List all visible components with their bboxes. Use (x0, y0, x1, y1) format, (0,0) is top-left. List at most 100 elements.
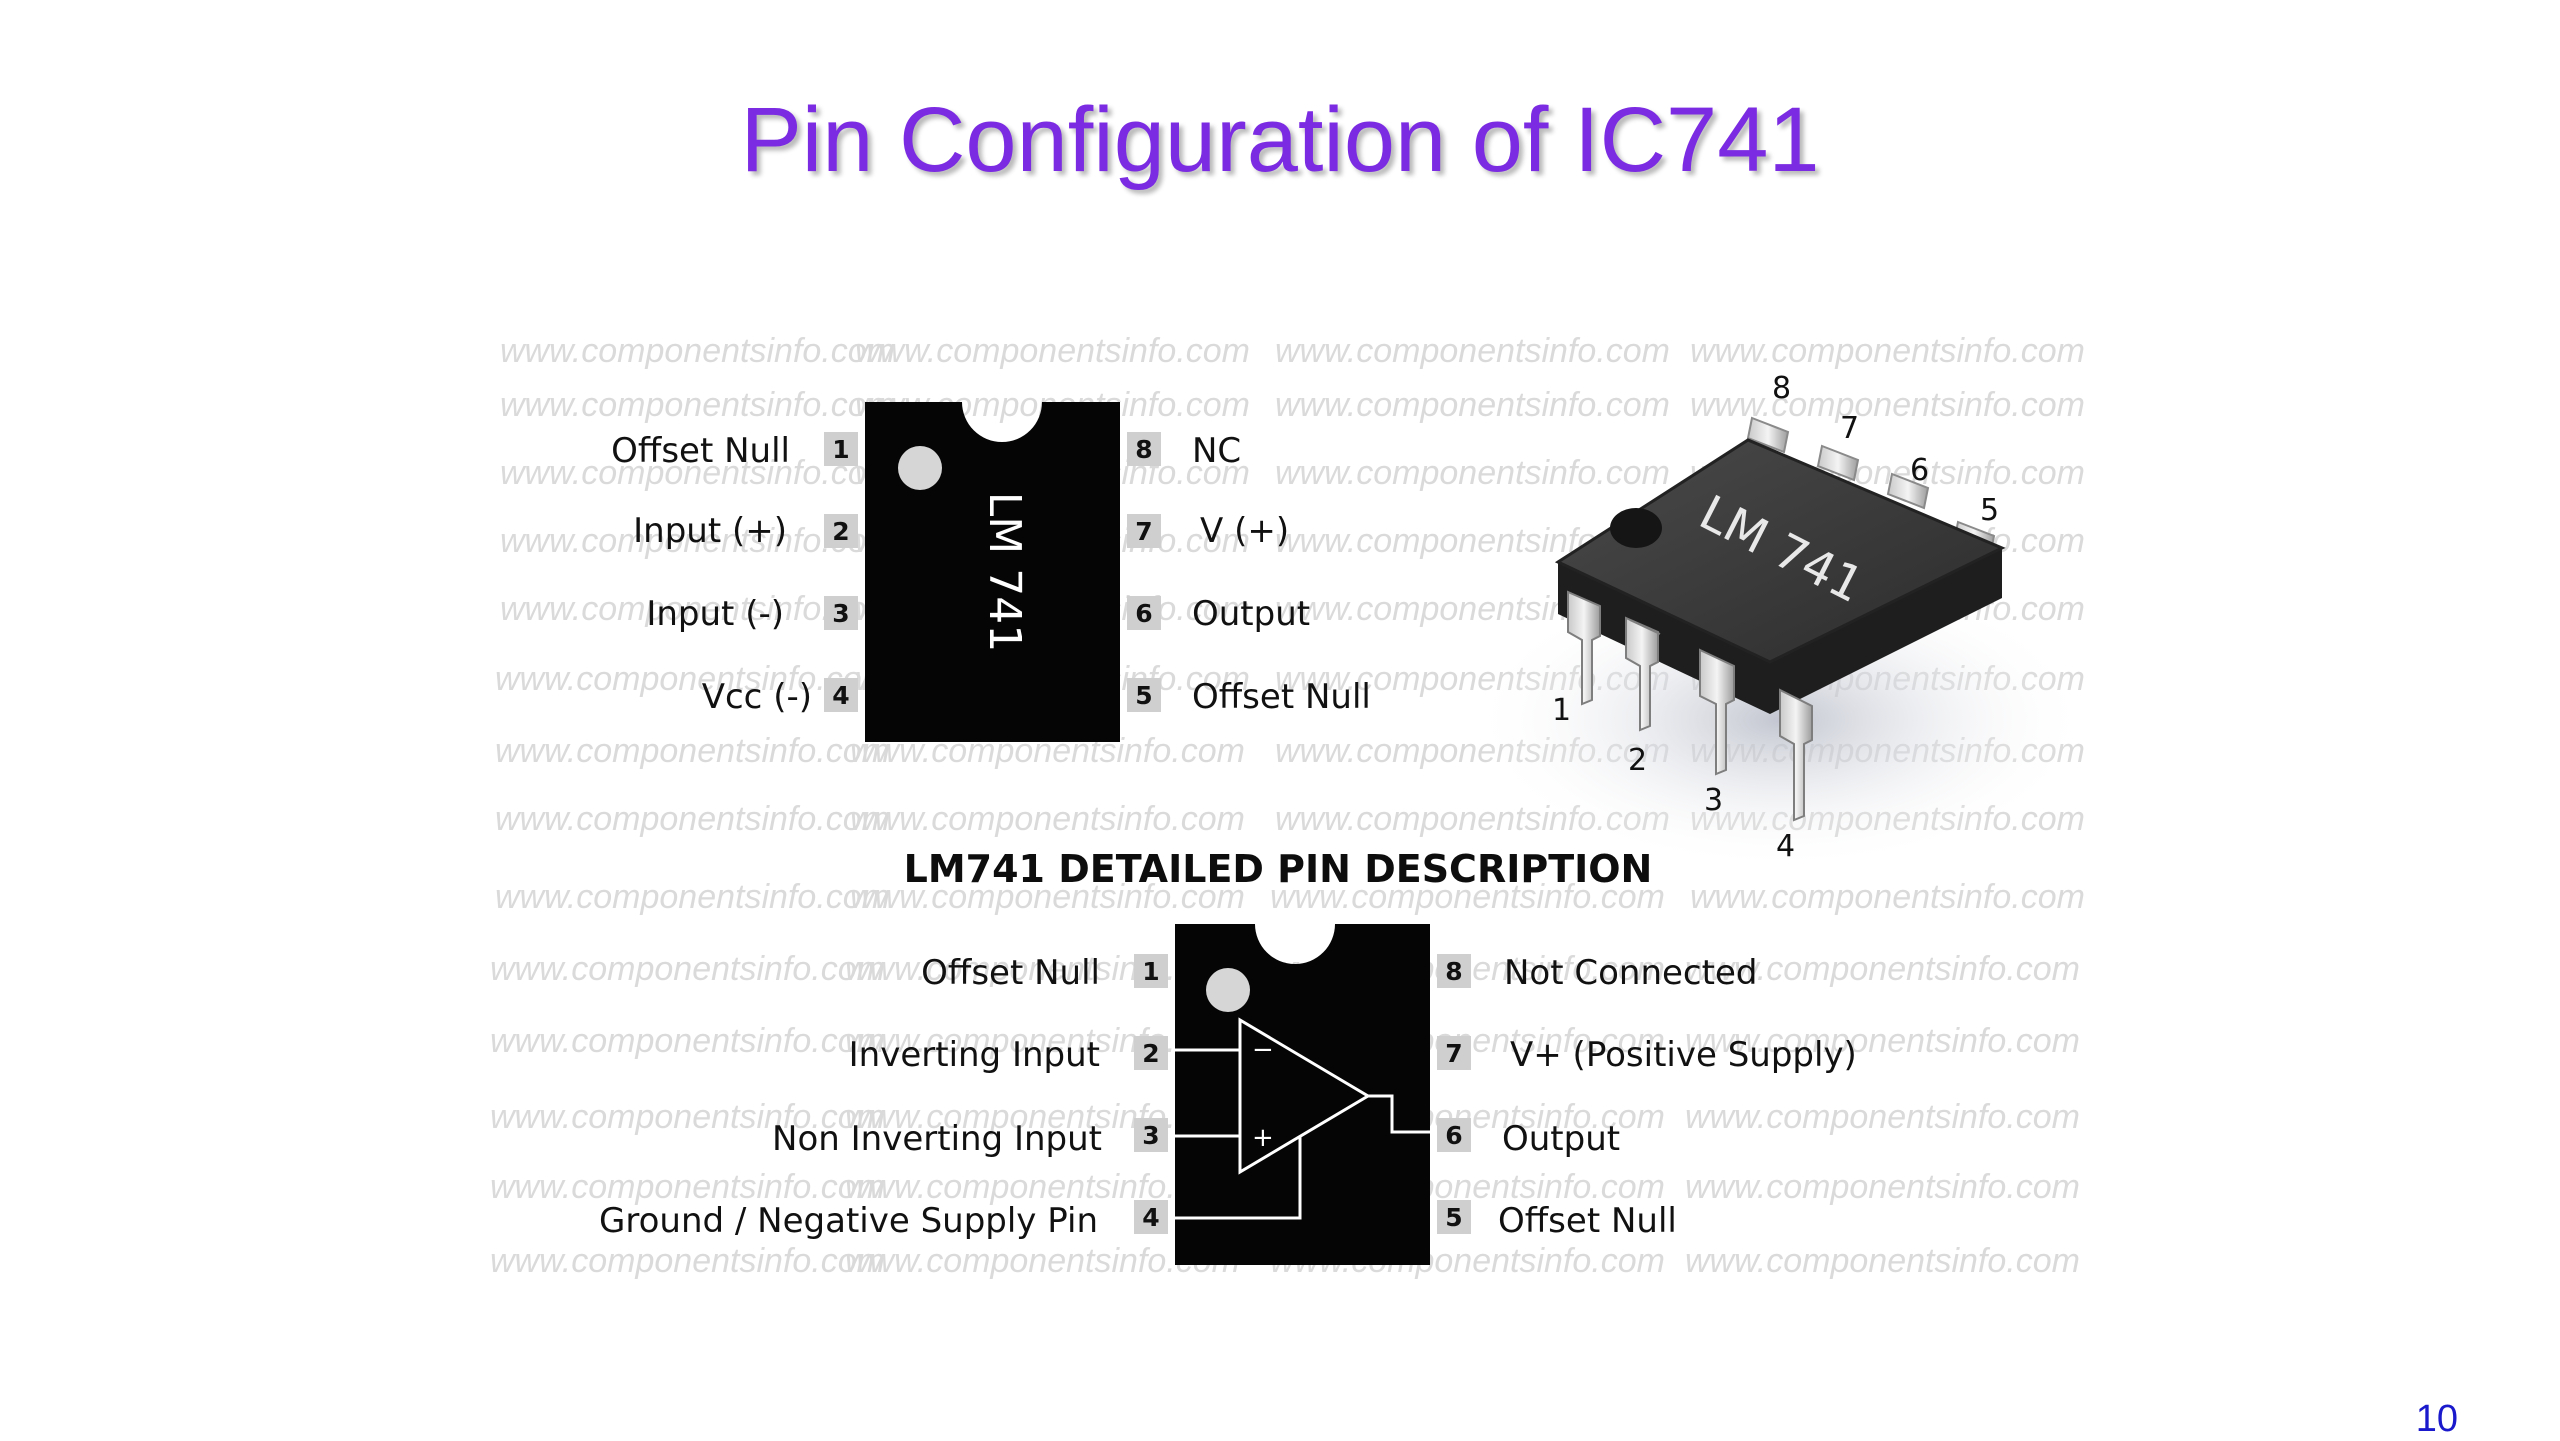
pin-box-5 (1437, 1200, 1471, 1234)
pin-label-4: Vcc (-) (702, 677, 812, 717)
watermark-text: www.componentsinfo.com (1685, 1022, 2080, 1060)
pin-label-2: Inverting Input (849, 1035, 1100, 1075)
pin-label-3: Input (-) (646, 594, 784, 634)
pin-label-1: Offset Null (921, 953, 1100, 993)
pin-label-8: NC (1192, 431, 1241, 471)
pin-number-4: 4 (1142, 1203, 1159, 1232)
watermark-text: www.componentsinfo.com (845, 1168, 1240, 1206)
pin-box-1 (1134, 954, 1168, 988)
pin-box-8 (1437, 954, 1471, 988)
opamp-minus-sign: − (1252, 1035, 1274, 1065)
photo-pin-number-8: 8 (1772, 371, 1791, 406)
pin-number-8: 8 (1135, 435, 1152, 464)
pin-label-6: Output (1192, 594, 1310, 634)
pin-label-6: Output (1502, 1119, 1620, 1159)
photo-pin-number-2: 2 (1628, 743, 1647, 778)
pin-box-7 (1437, 1036, 1471, 1070)
watermark-text: www.componentsinfo.com (1690, 878, 2085, 916)
watermark-text: www.componentsinfo.com (1685, 950, 2080, 988)
pin-number-3: 3 (832, 599, 849, 628)
watermark-text: www.componentsinfo.com (850, 800, 1245, 838)
pin-number-7: 7 (1445, 1039, 1462, 1068)
watermark-text: www.componentsinfo.com (1275, 454, 1670, 492)
pin-label-4: Ground / Negative Supply Pin (599, 1201, 1098, 1241)
opamp-triangle (1238, 1017, 1371, 1175)
ic-photo: LM 741 1 2 3 4 5 6 7 8 (1470, 371, 2090, 870)
watermark-text: www.componentsinfo.com (490, 1242, 885, 1280)
photo-pin-number-5: 5 (1980, 493, 1999, 528)
photo-pin-number-4: 4 (1776, 829, 1795, 864)
pin-box-6 (1437, 1118, 1471, 1152)
top-pinout-diagram: LM 741 1 2 3 4 8 7 6 5 Offset Null Input… (611, 402, 1371, 742)
photo-ic-body-top (1554, 438, 2006, 664)
watermark-text: www.componentsinfo.com (495, 878, 890, 916)
watermark-text: www.componentsinfo.com (1685, 1168, 2080, 1206)
watermark-text: www.componentsinfo.com (500, 386, 895, 424)
slide-title: Pin Configuration of IC741 (740, 89, 1820, 191)
watermark-text: www.componentsinfo.com (490, 1098, 885, 1136)
pin-box-3 (824, 596, 858, 630)
ic-body (1175, 924, 1430, 1265)
pin-box-4 (1134, 1200, 1168, 1234)
pin-number-1: 1 (1142, 957, 1159, 986)
pin-label-7: V+ (Positive Supply) (1510, 1035, 1857, 1075)
wire-pin4 (1175, 1136, 1302, 1220)
pin-number-5: 5 (1445, 1203, 1462, 1232)
pin-label-1: Offset Null (611, 431, 790, 471)
watermark-text: www.componentsinfo.com (1275, 386, 1670, 424)
photo-pin-number-1: 1 (1552, 693, 1571, 728)
opamp-plus-sign: + (1252, 1123, 1274, 1153)
pin-box-4 (824, 678, 858, 712)
pin-label-5: Offset Null (1192, 677, 1371, 717)
watermark-text: www.componentsinfo.com (850, 878, 1245, 916)
front-pins (1567, 590, 1813, 822)
pin-number-2: 2 (1142, 1039, 1159, 1068)
pin-label-7: V (+) (1200, 511, 1289, 551)
pin-number-1: 1 (832, 435, 849, 464)
watermark-text: www.componentsinfo.com (1685, 1098, 2080, 1136)
watermark-text: www.componentsinfo.com (845, 1022, 1240, 1060)
pin-number-3: 3 (1142, 1121, 1159, 1150)
watermark-text: www.componentsinfo.com (500, 332, 895, 370)
wire-pin6 (1368, 1094, 1430, 1134)
watermark-text: www.componentsinfo.com (495, 800, 890, 838)
watermark-text: www.componentsinfo.com (855, 332, 1250, 370)
pin-number-6: 6 (1135, 599, 1152, 628)
pin-box-8 (1127, 432, 1161, 466)
pin-number-4: 4 (832, 681, 849, 710)
pin-label-2: Input (+) (633, 511, 787, 551)
photo-pin-number-7: 7 (1840, 411, 1859, 446)
watermark-text: www.componentsinfo.com (1685, 1242, 2080, 1280)
opamp-symbol: − + (1175, 1017, 1430, 1220)
watermark-text: www.componentsinfo.com (845, 1098, 1240, 1136)
watermark-text: www.componentsinfo.com (845, 950, 1240, 988)
watermark-text: www.componentsinfo.com (495, 732, 890, 770)
pin-box-2 (1134, 1036, 1168, 1070)
detailed-heading: LM741 DETAILED PIN DESCRIPTION (904, 847, 1653, 891)
watermark-text: www.componentsinfo.com (1690, 386, 2085, 424)
pin-number-8: 8 (1445, 957, 1462, 986)
watermark-text: www.componentsinfo.com (1275, 332, 1670, 370)
watermark-text: www.componentsinfo.com (1270, 878, 1665, 916)
pin-box-5 (1127, 678, 1161, 712)
pin-box-6 (1127, 596, 1161, 630)
photo-pin-number-6: 6 (1910, 453, 1929, 488)
pin-number-6: 6 (1445, 1121, 1462, 1150)
pin-label-8: Not Connected (1504, 953, 1757, 993)
pin-box-3 (1134, 1118, 1168, 1152)
photo-pin1-marker (1610, 508, 1662, 548)
detailed-pinout-diagram: − + 1 2 3 4 8 7 6 5 Offset Null Invertin… (599, 924, 1857, 1265)
watermark-text: www.componentsinfo.com (845, 1242, 1240, 1280)
pin1-marker-dot (898, 446, 942, 490)
pin1-marker-dot (1206, 968, 1250, 1012)
pin-box-2 (824, 514, 858, 548)
page-number: 10 (2415, 1398, 2458, 1440)
pin-box-7 (1127, 514, 1161, 548)
watermark-text: www.componentsinfo.com (1690, 332, 2085, 370)
pin-box-1 (824, 432, 858, 466)
photo-pin-number-3: 3 (1704, 783, 1723, 818)
pin-number-7: 7 (1135, 517, 1152, 546)
pin-label-5: Offset Null (1498, 1201, 1677, 1241)
watermark-text: www.componentsinfo.com (490, 1022, 885, 1060)
